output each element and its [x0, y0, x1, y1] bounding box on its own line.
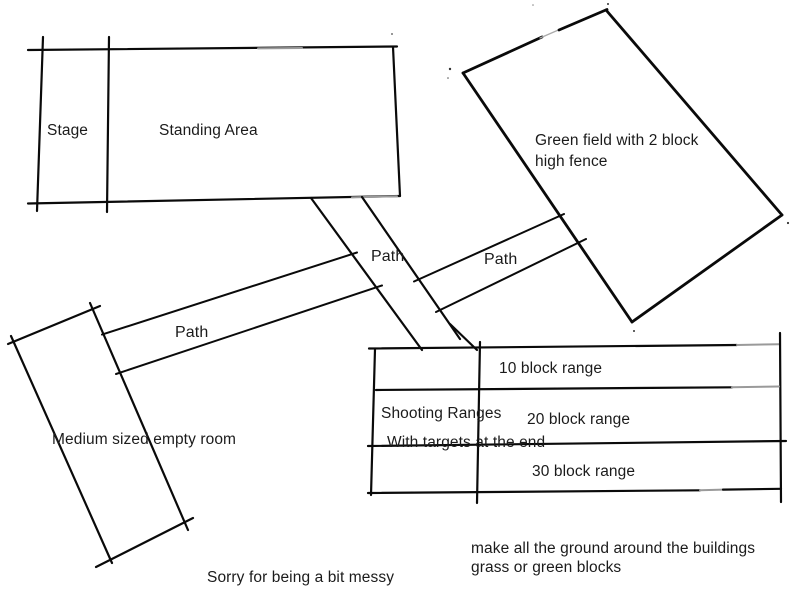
green-field-label-line2: high fence [535, 153, 608, 170]
standing-building-outline [26, 33, 402, 214]
path-to-medium-room-lines [101, 251, 383, 375]
shooting-ranges-subtitle: With targets at the end [387, 434, 546, 451]
medium-room-path-label: Path [175, 324, 209, 341]
stage-label: Stage [47, 122, 89, 139]
path-to-green-field-lines [413, 213, 587, 313]
main-path-label: Path [371, 248, 405, 265]
green-field-path-label: Path [484, 251, 518, 268]
standing-area-label: Standing Area [159, 122, 258, 139]
green-field-outline [447, 3, 790, 332]
range-20-label: 20 block range [527, 411, 631, 428]
range-10-label: 10 block range [499, 360, 603, 377]
ground-note-line2: grass or green blocks [471, 559, 622, 576]
medium-room-outline [6, 301, 195, 569]
green-field-label-line1: Green field with 2 block [535, 132, 699, 149]
ground-note-line1: make all the ground around the buildings [471, 540, 756, 557]
green-field-label: Green field with 2 block high fence [535, 130, 699, 172]
shooting-ranges-title: Shooting Ranges [381, 405, 502, 422]
sorry-note: Sorry for being a bit messy [207, 569, 395, 586]
ground-note: make all the ground around the buildings… [471, 539, 755, 577]
range-30-label: 30 block range [532, 463, 636, 480]
medium-room-label: Medium sized empty room [52, 431, 237, 448]
main-path-lines [309, 195, 479, 352]
shooting-ranges-outline [366, 331, 788, 505]
